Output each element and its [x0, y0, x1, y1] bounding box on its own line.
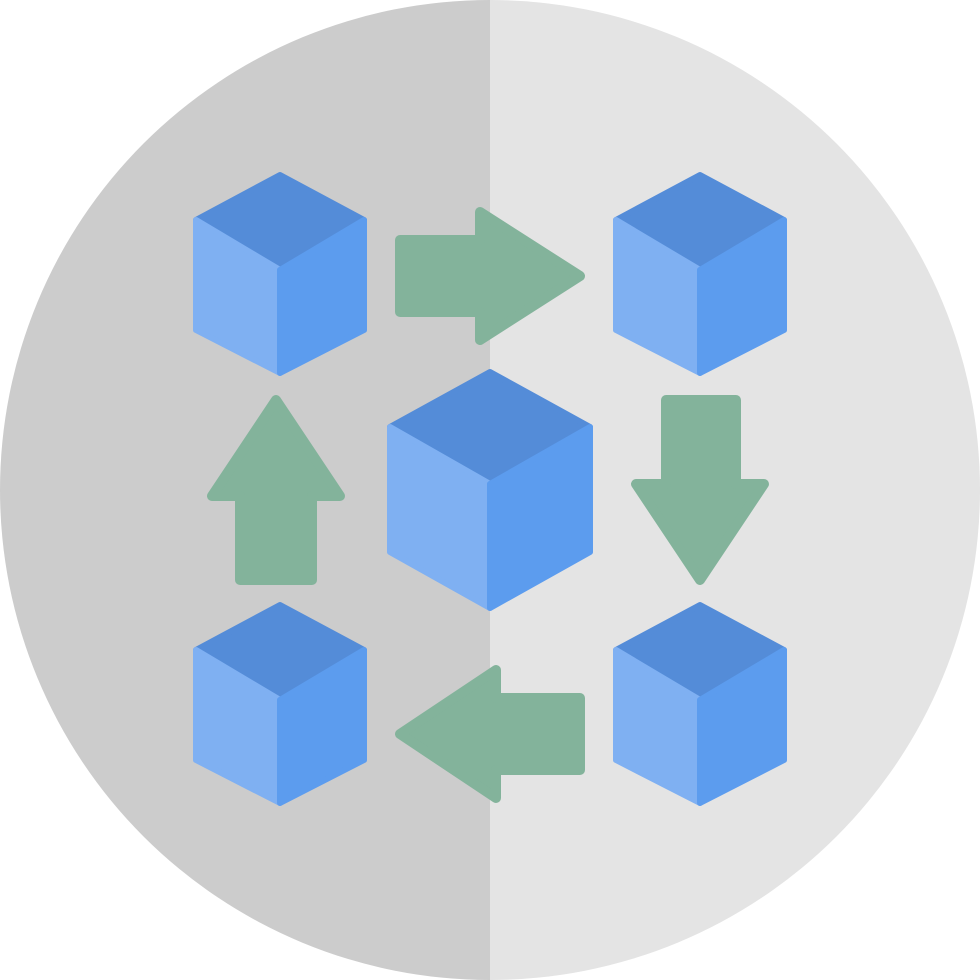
cube-bottom-right [613, 602, 787, 806]
arrow-left-icon [395, 665, 585, 803]
arrow-right-icon [395, 207, 585, 345]
arrow-down-icon [631, 395, 769, 585]
cube-top-right [613, 172, 787, 376]
cube-center [387, 369, 593, 611]
cube-bottom-left [193, 602, 367, 806]
arrow-up-icon [207, 395, 345, 585]
cube-top-left [193, 172, 367, 376]
